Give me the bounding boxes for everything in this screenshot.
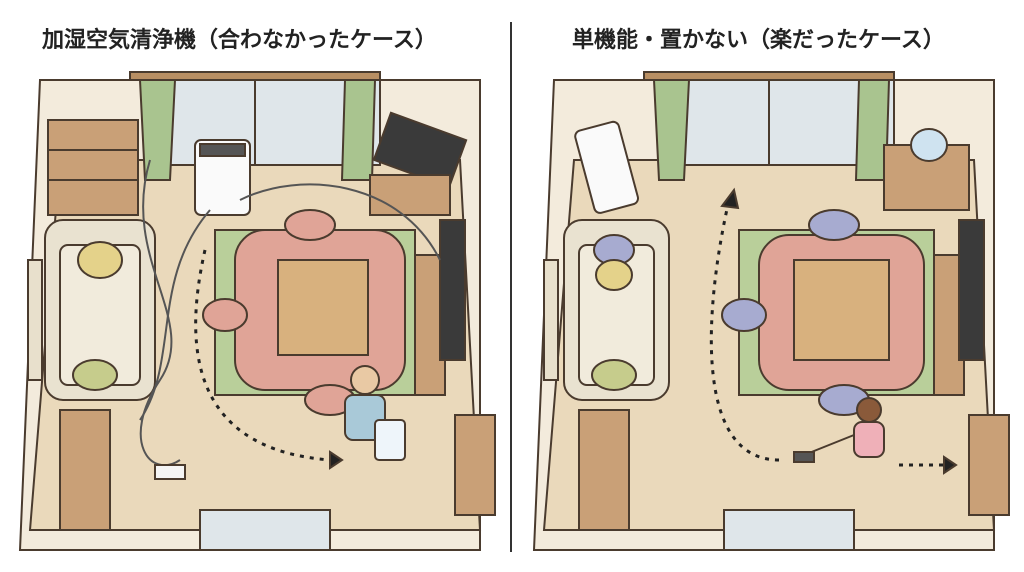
air-purifier xyxy=(574,120,639,214)
kotatsu xyxy=(738,229,935,396)
floor-cushions xyxy=(202,209,356,416)
panel-divider xyxy=(510,22,512,552)
humidifier-on-shelf xyxy=(883,128,970,211)
bottom-window xyxy=(199,509,331,551)
power-strip xyxy=(154,464,186,480)
mirror xyxy=(543,259,559,381)
door xyxy=(454,414,496,516)
movement-path-arrow xyxy=(194,249,331,462)
right-room-illustration xyxy=(532,71,1010,551)
cushions xyxy=(72,241,123,391)
bottom-window xyxy=(723,509,855,551)
arrow-head xyxy=(943,455,958,475)
left-room-illustration xyxy=(18,71,496,551)
arrow-head xyxy=(720,187,740,210)
tv-stand-right xyxy=(414,219,466,396)
sofa xyxy=(44,219,156,401)
low-shelf xyxy=(59,409,111,531)
door xyxy=(968,414,1010,516)
curtain xyxy=(138,79,377,181)
movement-path-arrow xyxy=(709,199,780,462)
air-purifier-humidifier xyxy=(194,139,251,216)
tangled-cables xyxy=(139,159,441,467)
kotatsu xyxy=(214,229,416,396)
tv-stand-right xyxy=(933,219,985,396)
low-shelf xyxy=(578,409,630,531)
left-panel-title: 加湿空気清浄機（合わなかったケース） xyxy=(42,28,437,53)
bookshelf xyxy=(47,119,139,216)
arrow-head xyxy=(329,450,344,470)
curtain xyxy=(652,79,891,181)
tv xyxy=(369,111,468,216)
right-panel-title: 単機能・置かない（楽だったケース） xyxy=(572,28,945,53)
cushions xyxy=(591,234,637,391)
mirror xyxy=(27,259,43,381)
person-vacuuming xyxy=(793,397,885,463)
person-carrying-tank xyxy=(344,365,406,461)
